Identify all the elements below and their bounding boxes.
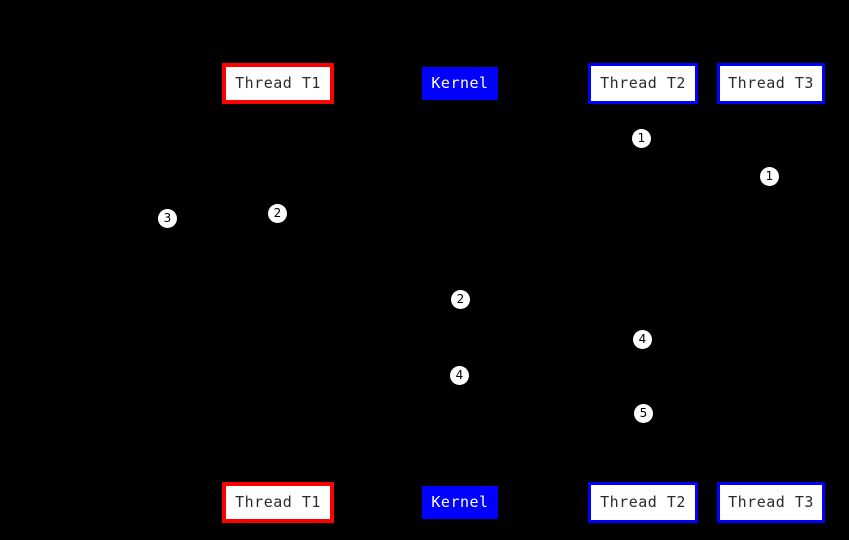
message-arrow-3 bbox=[278, 225, 460, 226]
message-arrow-1 bbox=[460, 150, 643, 151]
lifeline-thread-t1 bbox=[278, 104, 279, 482]
sequence-marker: 3 bbox=[158, 209, 177, 228]
participant-thread-t1-top[interactable]: Thread T1 bbox=[222, 63, 334, 104]
participant-label-thread-t1-top: Thread T1 bbox=[235, 74, 321, 92]
participant-label-thread-t3-top: Thread T3 bbox=[728, 74, 814, 92]
participant-label-thread-t3-bottom: Thread T3 bbox=[728, 493, 814, 511]
participant-thread-t2-bottom[interactable]: Thread T2 bbox=[588, 482, 698, 523]
participant-label-kernel-top: Kernel bbox=[431, 74, 489, 92]
participant-thread-t1-bottom[interactable]: Thread T1 bbox=[222, 482, 334, 523]
message-arrow-6 bbox=[460, 425, 643, 426]
sequence-marker: 5 bbox=[634, 404, 653, 423]
sequence-marker: 2 bbox=[451, 290, 470, 309]
sequence-marker: 1 bbox=[760, 167, 779, 186]
message-arrow-2 bbox=[460, 188, 771, 189]
participant-thread-t2-top[interactable]: Thread T2 bbox=[588, 63, 698, 104]
lifeline-thread-t2 bbox=[643, 104, 644, 482]
participant-label-thread-t2-top: Thread T2 bbox=[600, 74, 686, 92]
sequence-marker: 2 bbox=[268, 204, 287, 223]
lifeline-nub-t1-bottom bbox=[277, 479, 280, 483]
message-arrow-4 bbox=[278, 311, 460, 312]
message-arrow-5 bbox=[460, 351, 643, 352]
sequence-marker: 1 bbox=[632, 129, 651, 148]
lifeline-thread-t3 bbox=[771, 104, 772, 482]
lifeline-nub-t3-bottom bbox=[770, 479, 773, 483]
participant-kernel-top[interactable]: Kernel bbox=[422, 67, 498, 100]
participant-label-thread-t2-bottom: Thread T2 bbox=[600, 493, 686, 511]
lifeline-nub-t2-bottom bbox=[642, 479, 645, 483]
participant-label-kernel-bottom: Kernel bbox=[431, 493, 489, 511]
participant-kernel-bottom[interactable]: Kernel bbox=[422, 486, 498, 519]
sequence-marker: 4 bbox=[633, 330, 652, 349]
participant-label-thread-t1-bottom: Thread T1 bbox=[235, 493, 321, 511]
participant-thread-t3-top[interactable]: Thread T3 bbox=[717, 63, 825, 104]
participant-thread-t3-bottom[interactable]: Thread T3 bbox=[717, 482, 825, 523]
sequence-marker: 4 bbox=[450, 366, 469, 385]
